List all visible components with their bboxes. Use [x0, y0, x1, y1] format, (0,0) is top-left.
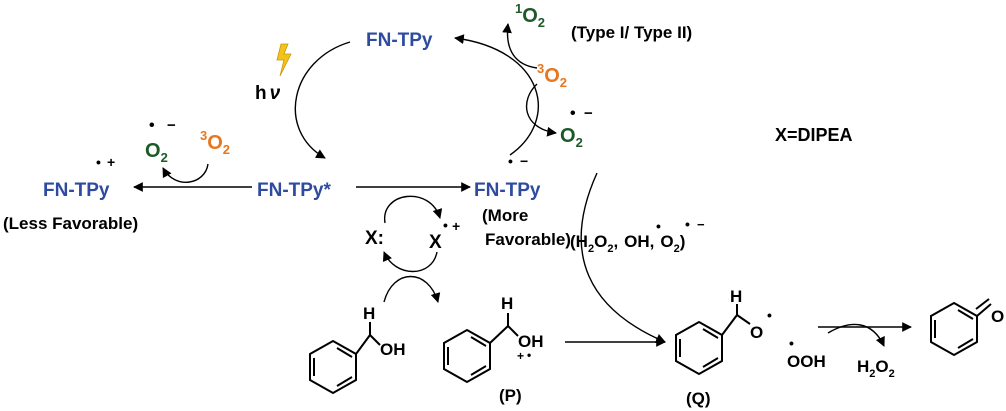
radical-dot-oh-ros: • — [656, 218, 661, 234]
type-label: (Type I/ Type II) — [571, 23, 692, 42]
benzyl-alcohol-structure — [309, 322, 381, 395]
label-q: (Q) — [686, 389, 711, 408]
triplet-oxygen-right: 3O2 — [537, 61, 567, 90]
singlet-oxygen-arrow — [502, 23, 538, 69]
catalyst-regeneration-arrow — [454, 34, 539, 156]
radical-dot-o2-left: • — [149, 117, 155, 134]
ros-arrow — [580, 172, 666, 344]
catalyst-ground-state: FN-TPy — [366, 30, 433, 51]
excitation-arrow — [294, 41, 351, 159]
alkoxy-radical-q-structure — [675, 304, 751, 376]
more-favorable-label-1: (More — [482, 206, 528, 225]
catalyst-radical-anion: FN-TPy — [474, 180, 541, 201]
radical-dot-q: • — [767, 307, 772, 323]
radical-dot-p: • — [527, 348, 531, 362]
hydroperoxyl: OOH — [787, 352, 826, 371]
hydrogen-peroxide: H2O2 — [857, 357, 895, 380]
alkoxy-h: H — [730, 287, 742, 306]
donor-definition: X=DIPEA — [775, 125, 853, 145]
singlet-oxygen: 1O2 — [515, 1, 545, 30]
superoxide-left: O2 — [145, 140, 168, 165]
radical-dot-x: • — [443, 217, 448, 233]
more-favorable-label-2: Favorable) — [485, 230, 571, 249]
oxygen-reduction-arrow-left — [162, 163, 209, 183]
minus-anion: − — [520, 153, 528, 169]
label-p: (P) — [499, 386, 522, 405]
minus-o2-left: − — [167, 117, 176, 134]
radical-cation-h: H — [501, 294, 513, 313]
benzyl-alcohol-h: H — [363, 304, 375, 323]
catalyst-radical-cation: FN-TPy — [43, 180, 110, 201]
plus-x: + — [452, 218, 460, 234]
substrate-oxidation-arc — [383, 276, 441, 303]
radical-dot-cation: • — [96, 154, 101, 170]
radical-dot-anion: • — [508, 153, 513, 169]
minus-o2-right: − — [584, 105, 593, 122]
radical-dot-o2-right: • — [570, 105, 576, 122]
superoxide-arrow — [525, 83, 557, 137]
radical-dot-ooh: • — [789, 335, 794, 351]
benzaldehyde-structure — [930, 298, 992, 357]
alkoxy-o: O — [750, 323, 763, 342]
h2o2-release-arrow — [827, 323, 885, 347]
radical-cation-oh: OH — [518, 332, 544, 351]
benzyl-alcohol-oh: OH — [380, 340, 406, 359]
donor-regeneration-arrow — [382, 251, 438, 273]
less-favorable-label: (Less Favorable) — [3, 214, 138, 233]
lightning-icon — [276, 43, 292, 77]
plus-cation: + — [107, 154, 115, 170]
triplet-oxygen-left: 3O2 — [200, 128, 230, 157]
donor-x: X: — [365, 228, 384, 249]
donor-x-cation: X — [429, 232, 442, 253]
radical-cation-p-structure — [443, 313, 519, 384]
plus-p: + — [517, 349, 524, 363]
donor-oxidation-arrow — [384, 195, 443, 224]
minus-o2-ros: − — [697, 217, 705, 232]
radical-dot-o2-ros: • — [685, 216, 690, 232]
benzaldehyde-o: O — [991, 307, 1004, 326]
superoxide-right: O2 — [560, 125, 583, 150]
ros-label: (H2O2,OH,O2) — [570, 232, 685, 255]
catalyst-excited-state: FN-TPy* — [257, 180, 332, 201]
